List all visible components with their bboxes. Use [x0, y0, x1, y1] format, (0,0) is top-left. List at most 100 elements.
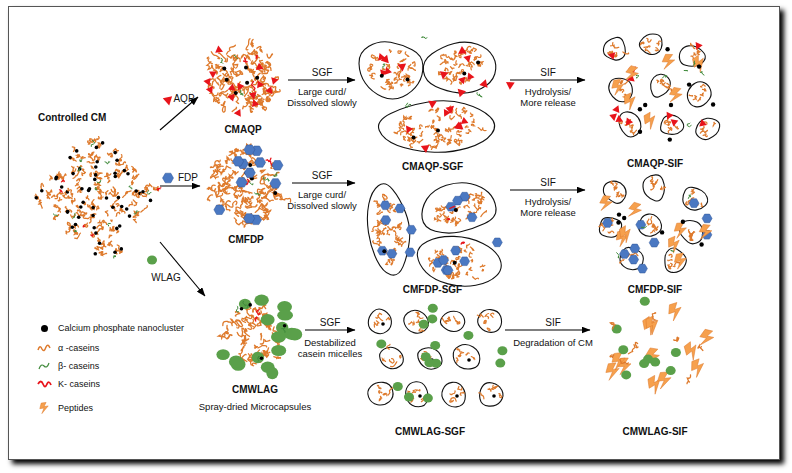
casein-strand: [472, 119, 474, 122]
casein-strand: [664, 120, 667, 123]
aqp-triangle: [671, 119, 679, 126]
casein-strand: [450, 116, 455, 120]
peptide-bolt: [612, 79, 624, 95]
casein-strand: [92, 200, 95, 206]
casein-strand: [77, 155, 80, 157]
casein-strand: [234, 195, 238, 198]
note-label: Large curd/ Dissolved slowly: [282, 189, 362, 211]
curd-outline: [683, 187, 708, 210]
calcium-phosphate-dot: [687, 82, 691, 86]
casein-strand: [221, 81, 226, 90]
casein-strand: [382, 68, 385, 69]
casein-strand: [412, 62, 415, 66]
casein-strand: [377, 235, 380, 241]
casein-strand: [433, 267, 435, 271]
casein-strand: [395, 241, 401, 245]
casein-strand: [389, 50, 391, 53]
casein-strand: [456, 358, 458, 363]
casein-strand: [234, 153, 237, 157]
casein-strand: [89, 219, 91, 223]
wlag-particle: [216, 349, 229, 360]
casein-strand: [482, 269, 483, 271]
casein-strand: [457, 274, 459, 277]
aqp-triangle: [421, 145, 430, 153]
casein-strand: [700, 93, 703, 96]
casein-strand: [54, 216, 56, 219]
casein-strand: [383, 194, 388, 199]
casein-strand: [256, 55, 257, 58]
fdp-hexagon: [377, 246, 387, 255]
casein-strand: [464, 205, 469, 208]
casein-strand: [72, 147, 75, 152]
casein-strand: [458, 353, 464, 357]
casein-strand: [58, 174, 61, 177]
legend-swatch-box: [36, 402, 52, 414]
calcium-phosphate-dot: [622, 216, 626, 220]
curd-outline: [639, 34, 662, 55]
casein-strand: [105, 211, 108, 216]
calcium-phosphate-dot: [66, 210, 70, 214]
legend-label: K- caseins: [58, 379, 100, 389]
peptide-bolt: [598, 194, 613, 212]
casein-strand: [227, 157, 230, 160]
casein-strand: [446, 55, 451, 60]
casein-strand: [410, 144, 413, 148]
casein-strand: [255, 193, 261, 195]
casein-strand: [441, 249, 443, 255]
casein-strand: [456, 108, 459, 116]
casein-strand: [226, 176, 233, 179]
casein-strand: [490, 313, 493, 317]
aqp-triangle: [385, 67, 392, 75]
casein-strand: [392, 227, 396, 229]
casein-strand: [243, 301, 248, 307]
casein-strand: [649, 217, 652, 225]
curd-outline: [603, 37, 625, 60]
casein-strand: [387, 230, 390, 235]
aqp-triangle: [238, 83, 245, 91]
casein-strand: [265, 65, 268, 70]
casein-strand: [53, 215, 58, 220]
cmfdp-sgf-art: [367, 183, 502, 287]
casein-strand: [255, 317, 257, 321]
wlag-particle: [288, 328, 303, 340]
calcium-phosphate-dot: [123, 169, 127, 173]
aqp-triangle: [440, 71, 449, 79]
casein-strand: [435, 108, 438, 111]
curd-outline: [478, 310, 502, 333]
calcium-phosphate-dot: [113, 151, 117, 155]
casein-strand: [222, 332, 229, 336]
casein-strand: [268, 327, 270, 329]
casein-strand: [251, 61, 256, 66]
casein-strand: [53, 214, 57, 216]
casein-strand: [417, 139, 423, 142]
casein-strand: [105, 176, 109, 178]
casein-strand: [105, 162, 110, 164]
casein-strand: [620, 89, 624, 92]
casein-strand: [436, 108, 439, 112]
casein-strand: [420, 131, 423, 136]
casein-strand: [690, 232, 694, 240]
casein-strand: [41, 184, 44, 189]
casein-strand: [244, 58, 248, 62]
curd-outline: [442, 382, 465, 407]
aqp-triangle: [257, 81, 264, 89]
aqp-triangle: [398, 64, 407, 72]
calcium-phosphate-dot: [120, 205, 124, 209]
casein-strand: [237, 328, 243, 336]
casein-strand: [398, 74, 401, 80]
casein-strand: [417, 312, 419, 314]
fdp-hexagon: [244, 214, 255, 224]
fdp-hexagon: [270, 179, 281, 189]
curd-outline: [643, 175, 665, 201]
aqp-triangle: [615, 115, 623, 122]
casein-strand: [450, 67, 454, 69]
casein-strand: [135, 212, 140, 215]
casein-strand: [238, 194, 242, 196]
calcium-phosphate-dot: [665, 47, 669, 51]
calcium-phosphate-dot: [455, 394, 459, 398]
casein-strand: [447, 141, 451, 145]
casein-strand: [133, 215, 137, 217]
aqp-triangle: [265, 86, 272, 94]
casein-strand: [409, 80, 414, 83]
casein-strand: [469, 252, 472, 257]
